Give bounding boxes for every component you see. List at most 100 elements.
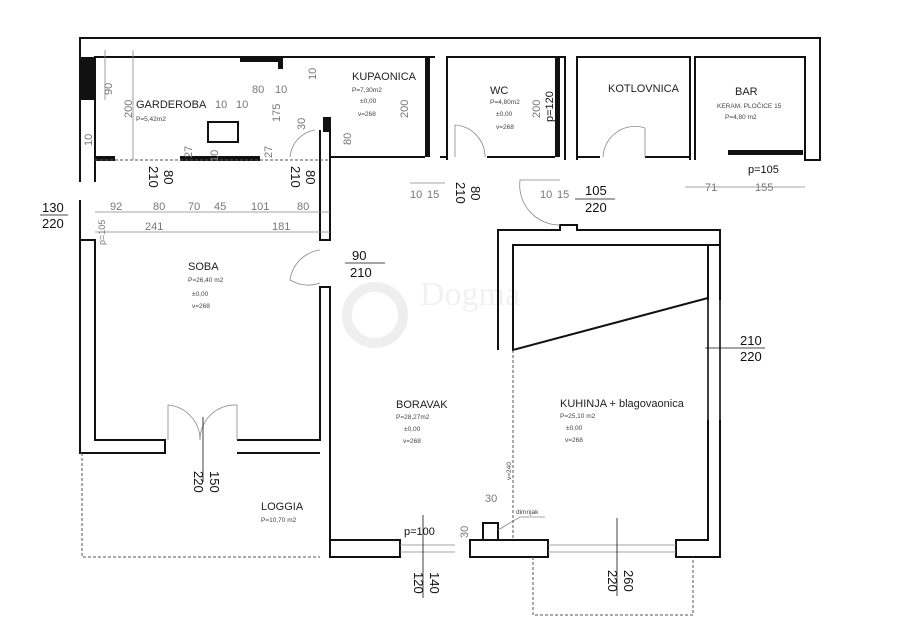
room-bar: BAR KERAM. PLOČICE 15 P=4,80 m2 xyxy=(717,86,782,121)
svg-text:P=10,70 m2: P=10,70 m2 xyxy=(261,517,297,524)
svg-text:140: 140 xyxy=(427,572,442,594)
svg-text:±0,00: ±0,00 xyxy=(360,98,377,105)
svg-text:±0,00: ±0,00 xyxy=(404,426,421,433)
svg-text:WC: WC xyxy=(490,85,508,97)
svg-text:P=5,42m2: P=5,42m2 xyxy=(136,116,166,123)
svg-text:KUPAONICA: KUPAONICA xyxy=(352,71,417,83)
svg-text:80: 80 xyxy=(297,201,309,213)
room-kuhinja: KUHINJA + blagovaonica P=25,10 m2 ±0,00 … xyxy=(560,398,685,444)
svg-text:220: 220 xyxy=(740,349,762,364)
svg-text:200: 200 xyxy=(123,100,135,118)
room-kotlovnica: KOTLOVNICA xyxy=(608,83,680,95)
svg-text:260: 260 xyxy=(621,570,636,592)
svg-text:10: 10 xyxy=(540,189,552,201)
svg-text:241: 241 xyxy=(145,221,163,233)
svg-text:27: 27 xyxy=(183,146,195,158)
svg-text:200: 200 xyxy=(399,100,411,118)
svg-text:210: 210 xyxy=(146,166,161,188)
svg-text:15: 15 xyxy=(427,189,439,201)
svg-text:P=7,30m2: P=7,30m2 xyxy=(352,87,382,94)
svg-text:90: 90 xyxy=(352,248,366,263)
svg-text:80: 80 xyxy=(303,170,318,184)
svg-text:30: 30 xyxy=(296,118,308,130)
svg-text:30: 30 xyxy=(485,493,497,505)
svg-text:210: 210 xyxy=(288,166,303,188)
svg-text:p=105: p=105 xyxy=(748,164,779,176)
svg-text:10: 10 xyxy=(410,189,422,201)
svg-text:10: 10 xyxy=(307,68,319,80)
svg-text:p=105: p=105 xyxy=(97,220,107,245)
svg-text:v=268: v=268 xyxy=(496,124,514,131)
loggia-outline xyxy=(81,453,320,558)
svg-text:BORAVAK: BORAVAK xyxy=(396,399,448,411)
svg-text:±0,00: ±0,00 xyxy=(496,111,513,118)
svg-text:10: 10 xyxy=(236,99,248,111)
chimney xyxy=(482,522,499,541)
svg-text:80: 80 xyxy=(153,201,165,213)
svg-text:GARDEROBA: GARDEROBA xyxy=(136,99,207,111)
svg-text:30: 30 xyxy=(459,526,471,538)
svg-text:80: 80 xyxy=(468,186,483,200)
svg-text:±0,00: ±0,00 xyxy=(566,425,583,432)
svg-text:10: 10 xyxy=(215,99,227,111)
room-garderoba: GARDEROBA P=5,42m2 xyxy=(136,99,207,123)
svg-text:220: 220 xyxy=(605,570,620,592)
svg-text:10: 10 xyxy=(209,150,221,162)
svg-text:120: 120 xyxy=(411,572,426,594)
svg-text:p=120: p=120 xyxy=(544,91,556,122)
svg-text:70: 70 xyxy=(188,201,200,213)
room-boravak: BORAVAK P=28,27m2 ±0,00 v=268 xyxy=(396,399,448,445)
svg-text:200: 200 xyxy=(531,100,543,118)
dimension-lines xyxy=(95,50,805,233)
svg-text:v=268: v=268 xyxy=(403,438,421,445)
svg-text:P=25,10 m2: P=25,10 m2 xyxy=(560,413,596,420)
doors xyxy=(167,124,646,441)
svg-text:210: 210 xyxy=(453,182,468,204)
svg-text:105: 105 xyxy=(585,183,607,198)
svg-text:15: 15 xyxy=(557,189,569,201)
svg-text:27: 27 xyxy=(263,146,275,158)
svg-text:±0,00: ±0,00 xyxy=(192,291,209,298)
svg-text:v=268: v=268 xyxy=(358,111,376,118)
chimney-label: dimnjak xyxy=(516,509,539,516)
svg-text:101: 101 xyxy=(251,201,269,213)
svg-text:181: 181 xyxy=(272,221,290,233)
svg-text:80: 80 xyxy=(342,133,354,145)
svg-text:150: 150 xyxy=(207,471,222,493)
svg-text:92: 92 xyxy=(110,201,122,213)
svg-text:P=4,80 m2: P=4,80 m2 xyxy=(725,114,757,121)
svg-text:KERAM. PLOČICE 15: KERAM. PLOČICE 15 xyxy=(717,101,782,110)
walls xyxy=(79,37,821,558)
room-wc: WC P=4,80m2 ±0,00 v=268 xyxy=(490,85,520,131)
room-kupaonica: KUPAONICA P=7,30m2 ±0,00 v=268 xyxy=(352,71,417,118)
room-loggia: LOGGIA P=10,70 m2 xyxy=(261,501,304,524)
svg-text:10: 10 xyxy=(275,84,287,96)
svg-text:210: 210 xyxy=(740,333,762,348)
balcony-outline xyxy=(532,557,694,616)
svg-text:210: 210 xyxy=(350,265,372,280)
svg-text:220: 220 xyxy=(42,216,64,231)
svg-text:P=26,40 m2: P=26,40 m2 xyxy=(188,277,224,284)
svg-text:220: 220 xyxy=(585,200,607,215)
svg-text:10: 10 xyxy=(83,134,95,146)
interior-dimension-rows: 92 80 70 45 101 80 241 181 p=105 xyxy=(97,201,309,245)
svg-text:SOBA: SOBA xyxy=(188,261,219,273)
top-dimensions: 90 200 80 10 10 10 10 10 175 27 27 30 80… xyxy=(83,68,779,201)
svg-text:v=268: v=268 xyxy=(192,303,210,310)
svg-text:220: 220 xyxy=(191,471,206,493)
svg-text:80: 80 xyxy=(161,170,176,184)
svg-text:KUHINJA + blagovaonica: KUHINJA + blagovaonica xyxy=(560,398,685,410)
svg-text:175: 175 xyxy=(271,104,283,122)
svg-text:90: 90 xyxy=(103,83,115,95)
svg-text:P=28,27m2: P=28,27m2 xyxy=(396,414,430,421)
svg-text:155: 155 xyxy=(755,182,773,194)
svg-text:p=100: p=100 xyxy=(404,526,435,538)
dogma-watermark-logo: Dogma xyxy=(342,276,520,348)
svg-text:BAR: BAR xyxy=(735,86,758,98)
svg-text:130: 130 xyxy=(42,200,64,215)
svg-text:v=268: v=268 xyxy=(565,437,583,444)
svg-text:80: 80 xyxy=(252,84,264,96)
room-soba: SOBA P=26,40 m2 ±0,00 v=268 xyxy=(188,261,224,310)
